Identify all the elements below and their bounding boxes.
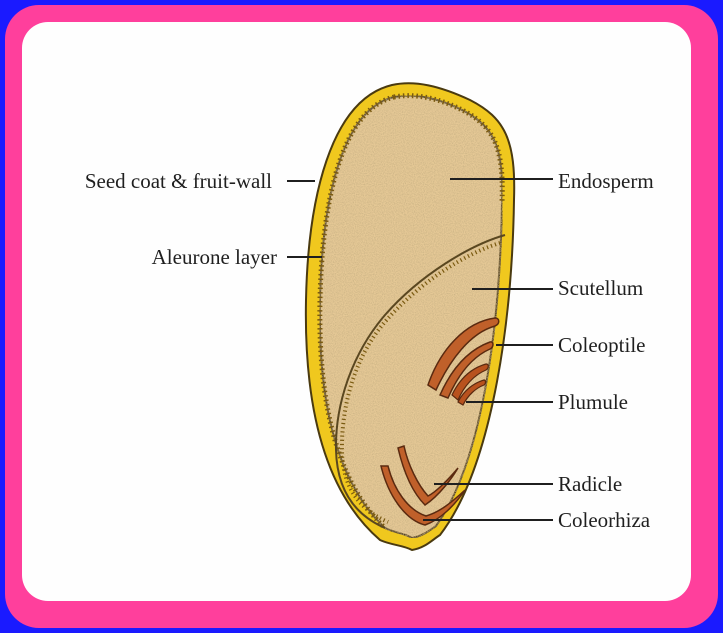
label-seed-coat: Seed coat & fruit-wall	[85, 169, 272, 193]
label-radicle: Radicle	[558, 472, 622, 496]
label-plumule: Plumule	[558, 390, 628, 414]
label-endosperm: Endosperm	[558, 169, 654, 193]
label-coleorhiza: Coleorhiza	[558, 508, 651, 532]
label-coleoptile: Coleoptile	[558, 333, 646, 357]
label-aleurone-layer: Aleurone layer	[152, 245, 277, 269]
label-scutellum: Scutellum	[558, 276, 643, 300]
